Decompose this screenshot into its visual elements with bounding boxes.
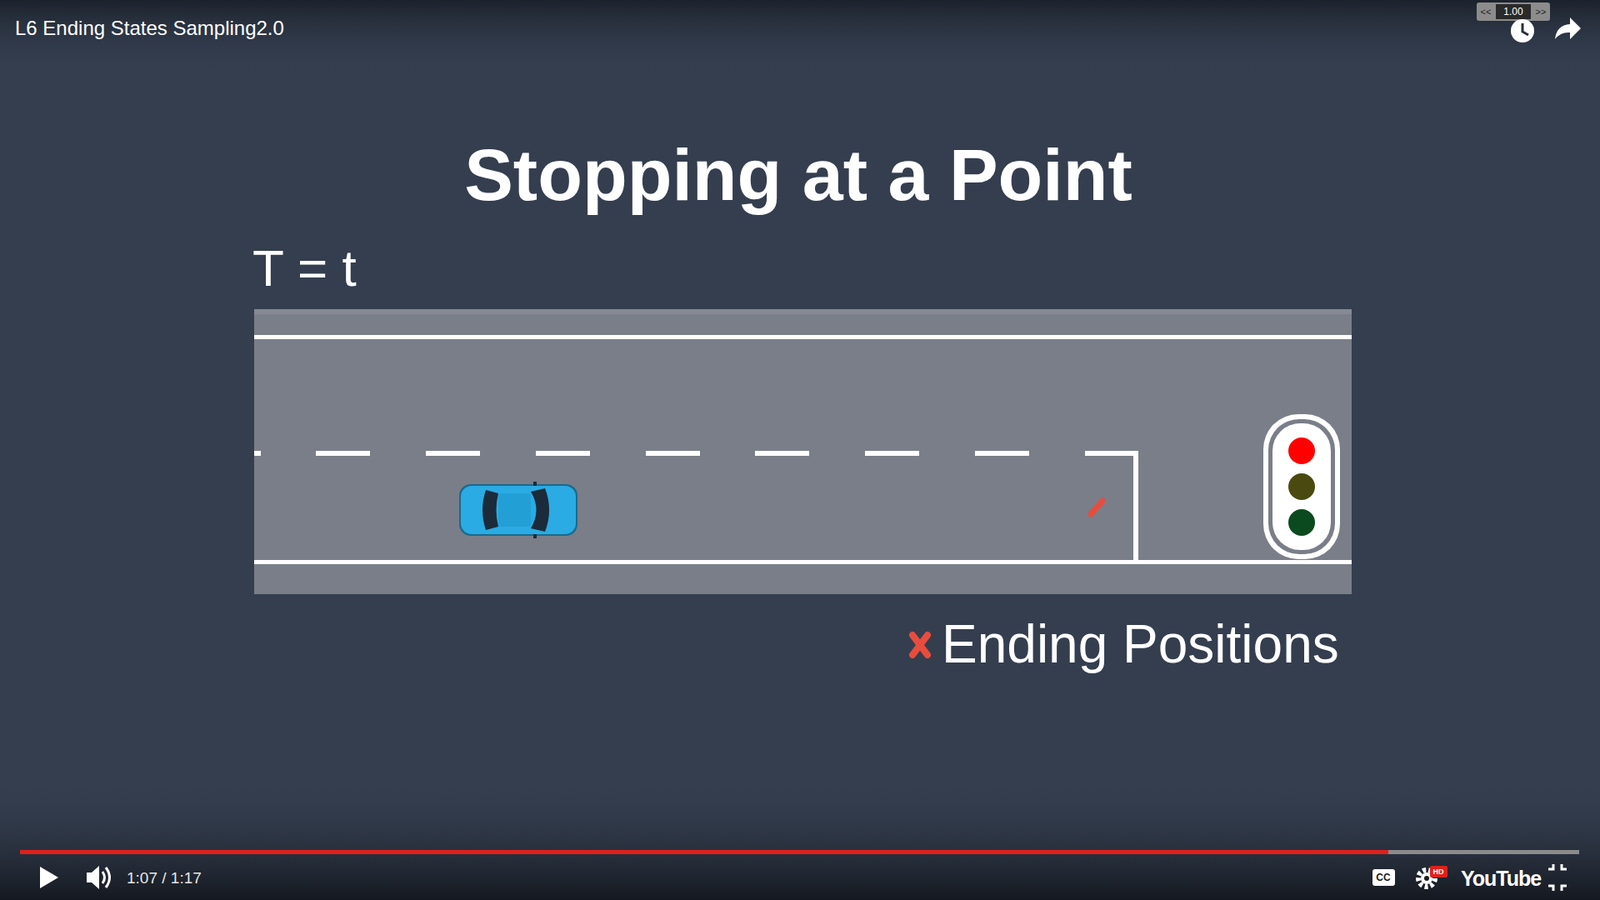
road-edge xyxy=(254,309,1352,315)
center-dashes xyxy=(254,450,1139,456)
volume-icon xyxy=(86,865,110,890)
play-icon xyxy=(40,866,59,889)
lane-line xyxy=(254,560,1352,565)
stop-line xyxy=(1133,450,1139,565)
cc-button xyxy=(1372,869,1395,886)
cc-text: CC xyxy=(1375,872,1390,883)
speed-widget xyxy=(1476,2,1550,21)
legend-text: Ending Positions xyxy=(941,617,1340,671)
car xyxy=(459,481,578,539)
speed-value: 1.00 xyxy=(1503,6,1523,17)
road xyxy=(254,309,1352,595)
progress-track xyxy=(20,850,1580,855)
youtube-logo-text: YouTube xyxy=(1460,868,1541,890)
slide-title: Stopping at a Point xyxy=(464,138,1133,212)
speed-value-box xyxy=(1495,4,1531,20)
progress-played xyxy=(20,850,1389,855)
hd-badge xyxy=(1430,865,1448,878)
lane-line xyxy=(254,335,1352,340)
player-time: 1:07 / 1:17 xyxy=(126,870,202,886)
watch-later-icon xyxy=(1510,19,1535,43)
share-icon xyxy=(1555,17,1581,40)
legend-x-mark xyxy=(912,635,928,655)
ending-position-mark xyxy=(1090,500,1103,515)
video-title: L6 Ending States Sampling2.0 xyxy=(15,18,285,39)
speed-up-button: >> xyxy=(1535,7,1547,17)
exit-fullscreen-icon xyxy=(1548,864,1567,891)
traffic-light xyxy=(1263,414,1340,560)
bottom-shade xyxy=(0,775,1600,900)
top-shade xyxy=(0,0,1600,75)
time-label: T = t xyxy=(252,242,357,295)
speed-down-button: << xyxy=(1480,7,1492,17)
hd-text: HD xyxy=(1433,868,1445,876)
